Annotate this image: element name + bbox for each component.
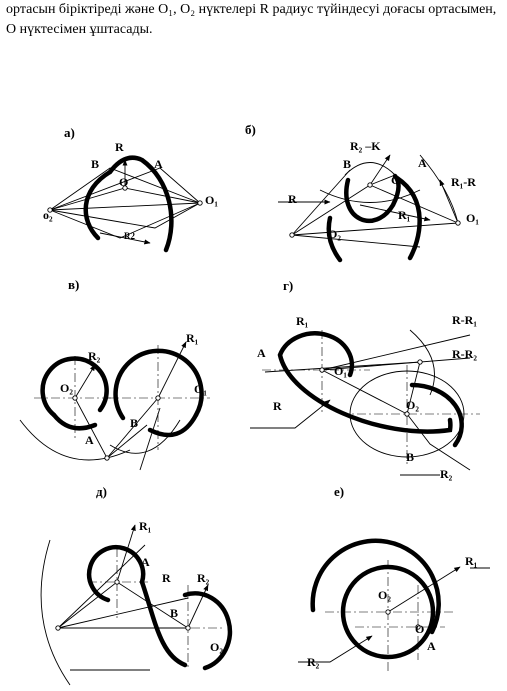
label-b-r1: R₁ — [398, 208, 411, 222]
arc-b-outer — [394, 175, 422, 261]
label-a-o1: O₁ — [205, 193, 218, 207]
label-e-o2: O₂ — [378, 588, 391, 602]
arc-g-main — [277, 331, 453, 434]
caption-d: д) — [96, 484, 107, 499]
arc-e-outer — [310, 538, 441, 635]
figure-a: а) R B A O O₁ o₂ R2 — [43, 125, 218, 253]
label-a-r: R — [115, 140, 124, 154]
intro-paragraph: ортасын біріктіреді және O₁, O₂ нүктелер… — [6, 2, 497, 37]
label-v-b: B — [130, 416, 138, 430]
label-b-o2: O₂ — [328, 227, 341, 241]
arc-v-rightlow — [147, 412, 199, 438]
label-v-a: A — [85, 433, 94, 447]
label-b-b: B — [343, 157, 351, 171]
label-e-a: A — [427, 639, 436, 653]
figure-b: б) R₂ –K B A C R₁-R R R₁ O — [245, 122, 479, 263]
label-v-r2: R₂ — [88, 349, 101, 363]
label-e-r2: R₂ — [307, 655, 320, 669]
label-v-r1: R₁ — [186, 331, 199, 345]
arc-v-right — [113, 348, 204, 421]
label-a-a: A — [154, 157, 163, 171]
arc-d-right — [182, 591, 233, 671]
label-d-a: A — [141, 555, 150, 569]
caption-v: в) — [68, 277, 79, 292]
figure-d: д) R₁ A R R₂ B O₂ — [40, 484, 233, 686]
caption-g: г) — [283, 278, 293, 293]
label-d-r2: R₂ — [197, 571, 210, 585]
arc-v-leftlow — [51, 412, 98, 431]
label-g-b: B — [406, 450, 414, 464]
arc-g-right — [409, 382, 464, 448]
label-a-o: O — [119, 175, 128, 189]
label-g-r1: R₁ — [296, 314, 309, 328]
label-a-o2: o₂ — [43, 208, 53, 222]
arc-d-mid — [139, 579, 188, 668]
label-a-r2: R2 — [124, 231, 135, 241]
label-b-a: A — [418, 156, 427, 170]
label-e-o: O — [415, 622, 424, 636]
label-e-r1: R₁ — [465, 554, 478, 568]
label-a-b: B — [91, 157, 99, 171]
arc-b-inner — [344, 173, 401, 224]
label-b-r2k: R₂ –K — [350, 139, 381, 153]
label-g-o2: O₂ — [406, 398, 419, 412]
arc-a-right — [107, 155, 174, 253]
label-g-rr1: R-R₁ — [452, 313, 477, 327]
arc-a-left — [83, 169, 113, 241]
arc-b-small — [326, 215, 343, 263]
label-d-r: R — [162, 571, 171, 585]
label-b-r1r: R₁-R — [451, 175, 476, 189]
label-d-o2: O₂ — [210, 640, 223, 654]
label-d-r1: R₁ — [139, 519, 152, 533]
label-g-a: A — [257, 346, 266, 360]
label-g-rr2: R-R₂ — [452, 347, 477, 361]
caption-e: е) — [334, 484, 344, 499]
arc-d-top — [86, 545, 146, 603]
label-v-o2: O₂ — [60, 381, 73, 395]
label-v-o1: O₁ — [194, 382, 207, 396]
figure-v: в) R₁ R₂ O₂ O₁ A B — [19, 277, 210, 471]
label-d-b: B — [170, 606, 178, 620]
caption-b: б) — [245, 122, 256, 137]
label-g-r2: R₂ — [440, 467, 453, 481]
arc-v-left — [40, 356, 109, 418]
caption-a: а) — [64, 125, 75, 140]
label-g-r: R — [273, 399, 282, 413]
label-g-o1: O₁ — [334, 364, 347, 378]
label-b-r: R — [288, 192, 297, 206]
figure-g: г) R₁ R-R₁ R-R₂ A O₁ R O₂ B R₂ — [250, 278, 480, 481]
label-b-c: C — [391, 173, 400, 187]
label-b-o1: O₁ — [466, 211, 479, 225]
figure-e: е) R₁ O₂ O A R₂ — [298, 484, 490, 672]
